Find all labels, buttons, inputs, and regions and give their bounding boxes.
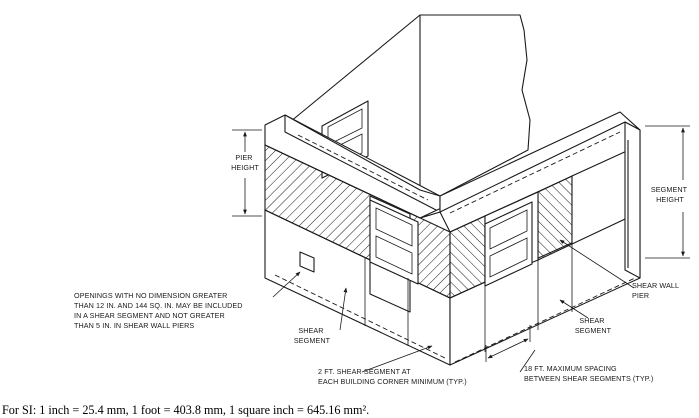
openings-note-line4: THAN 5 IN. IN SHEAR WALL PIERS <box>74 321 194 330</box>
shear-segment-right-line1: SHEAR <box>579 316 604 325</box>
openings-note-line1: OPENINGS WITH NO DIMENSION GREATER <box>74 291 227 300</box>
segment-height-line1: SEGMENT <box>651 185 688 194</box>
spacing-note-line2: BETWEEN SHEAR SEGMENTS (TYP.) <box>524 374 653 383</box>
spacing-note: 18 FT. MAXIMUM SPACING BETWEEN SHEAR SEG… <box>524 364 653 383</box>
shear-wall-pier-line2: PIER <box>632 291 649 300</box>
shear-segment-left-label: SHEAR SEGMENT <box>294 326 331 345</box>
front-left-wall <box>264 144 451 366</box>
segment-height-line2: HEIGHT <box>656 195 684 204</box>
leader-lines <box>272 239 635 373</box>
pier-height-line1: PIER <box>235 153 252 162</box>
shear-wall-pier-label: SHEAR WALL PIER <box>632 281 681 300</box>
pier-height-line2: HEIGHT <box>231 163 259 172</box>
openings-note-line2: THAN 12 IN. AND 144 SQ. IN. MAY BE INCLU… <box>74 301 243 310</box>
shear-segment-right-label: SHEAR SEGMENT <box>575 316 612 335</box>
si-conversion-caption: For SI: 1 inch = 25.4 mm, 1 foot = 403.8… <box>2 403 369 417</box>
corner-note-line1: 2 FT. SHEAR SEGMENT AT <box>318 367 411 376</box>
shear-segment-left-line2: SEGMENT <box>294 336 331 345</box>
corner-note: 2 FT. SHEAR SEGMENT AT EACH BUILDING COR… <box>318 367 467 386</box>
spacing-dimension <box>485 325 531 362</box>
front-right-wall <box>449 121 641 366</box>
shear-segment-right-line2: SEGMENT <box>575 326 612 335</box>
spacing-note-line1: 18 FT. MAXIMUM SPACING <box>524 364 617 373</box>
shear-wall-pier-line1: SHEAR WALL <box>632 281 679 290</box>
shear-segment-left-line1: SHEAR <box>298 326 323 335</box>
pier-height-dimension <box>232 129 262 217</box>
corner-note-line2: EACH BUILDING CORNER MINIMUM (TYP.) <box>318 377 467 386</box>
openings-note-line3: IN A SHEAR SEGMENT AND NOT GREATER <box>74 311 225 320</box>
segment-height-label: SEGMENT HEIGHT <box>651 185 689 204</box>
pier-height-label: PIER HEIGHT <box>231 153 259 172</box>
segment-height-dimension <box>645 125 690 259</box>
openings-note: OPENINGS WITH NO DIMENSION GREATER THAN … <box>74 291 245 330</box>
